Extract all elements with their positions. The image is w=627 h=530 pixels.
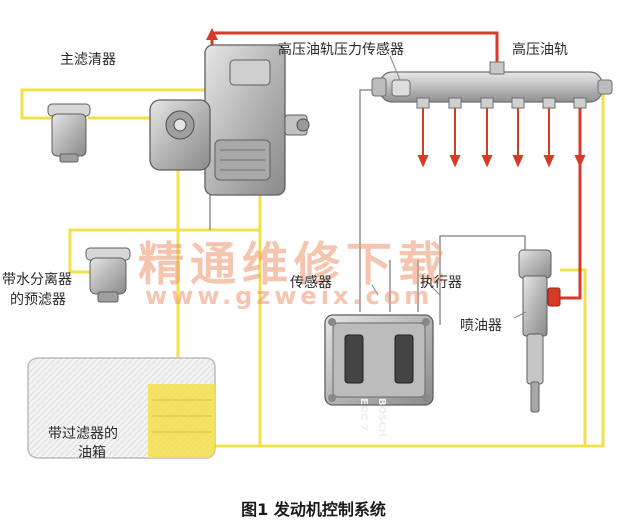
prefilter-water-separator — [85, 247, 131, 303]
label-actuator: 执行器 — [420, 275, 462, 291]
fuel-line-injector-return — [560, 268, 587, 446]
watermark-url: www.gzweix.com — [145, 282, 434, 310]
main-filter — [47, 103, 91, 163]
high-pressure-lines — [210, 31, 582, 300]
hp-line-rail-to-injector — [556, 105, 582, 300]
rail-outlet-arrows — [417, 105, 586, 168]
fuel-tank — [27, 357, 216, 459]
wire-injector — [439, 235, 526, 325]
high-pressure-pump — [149, 44, 310, 196]
label-sensor: 传感器 — [290, 275, 332, 291]
ecu-box — [324, 314, 434, 406]
label-high-pressure-rail: 高压油轨 — [512, 42, 568, 58]
diagram-canvas — [20, 28, 613, 459]
label-tank-line2: 油箱 — [78, 445, 106, 461]
figure-caption: 图1 发动机控制系统 — [241, 500, 386, 519]
label-tank-line1: 带过滤器的 — [48, 426, 118, 442]
fuel-line-pump-to-main-filter — [20, 88, 210, 120]
rail-pressure-sensor — [391, 79, 411, 97]
hp-line-arrow — [206, 28, 218, 40]
ecu-brand: BOSCH — [376, 398, 387, 438]
injector — [518, 249, 561, 413]
label-leaders — [371, 55, 527, 319]
label-prefilter-line1: 带水分离器 — [2, 272, 72, 288]
label-injector: 喷油器 — [460, 318, 502, 334]
label-prefilter-line2: 的预滤器 — [10, 292, 66, 308]
fuel-line-prefilter-loop — [68, 228, 100, 274]
ecu-model: EDC 7 — [358, 398, 369, 431]
watermark-main: 精通维修下载 — [138, 237, 450, 291]
label-rail-pressure-sensor: 高压油轨压力传感器 — [278, 42, 404, 58]
hp-line-pump-to-rail — [210, 31, 499, 62]
label-main-filter: 主滤清器 — [60, 52, 116, 68]
high-pressure-rail — [371, 61, 613, 109]
